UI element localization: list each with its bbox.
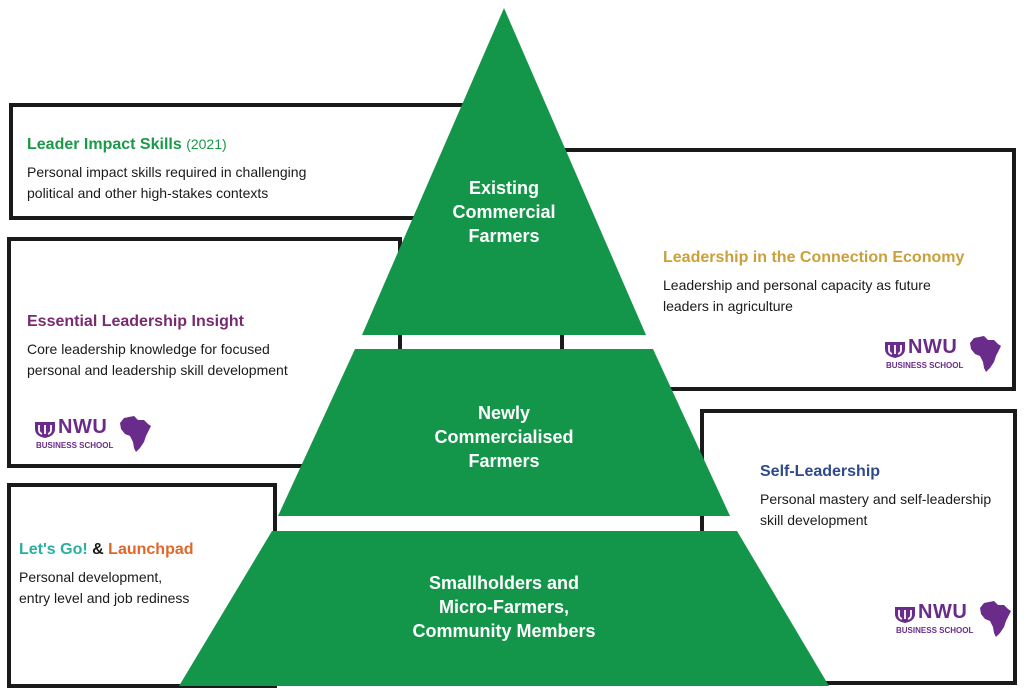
essential-leadership-title: Essential Leadership Insight <box>27 313 244 330</box>
self-leadership-desc: Personal mastery and self-leadership ski… <box>760 491 992 528</box>
nwu-shield-icon <box>885 342 905 358</box>
pyramid-tier-middle <box>278 349 730 516</box>
self-leadership-title: Self-Leadership <box>760 463 881 480</box>
lets-go-desc: Personal development, entry level and jo… <box>19 569 190 606</box>
lets-go-launchpad-title: Let's Go! & Launchpad <box>19 541 194 558</box>
nwu-business-school-logo: NWU BUSINESS SCHOOL <box>34 416 154 458</box>
nwu-shield-icon <box>895 607 915 623</box>
nwu-business-school-logo: NWU BUSINESS SCHOOL <box>894 601 1014 643</box>
nwu-business-school-logo: NWU BUSINESS SCHOOL <box>884 336 1004 378</box>
africa-map-icon <box>980 601 1011 637</box>
pyramid-tier-top <box>362 8 646 335</box>
leader-impact-desc: Personal impact skills required in chall… <box>27 164 307 201</box>
pyramid-tier-bottom <box>179 531 829 686</box>
box-leader-impact-skills <box>9 103 479 220</box>
essential-leadership-desc: Core leadership knowledge for focused pe… <box>27 341 288 378</box>
connection-economy-desc: Leadership and personal capacity as futu… <box>663 277 931 314</box>
africa-map-icon <box>120 416 151 452</box>
leader-impact-title: Leader Impact Skills (2021) <box>27 136 227 153</box>
nwu-shield-icon <box>35 422 55 438</box>
africa-map-icon <box>970 336 1001 372</box>
connection-economy-title: Leadership in the Connection Economy <box>663 249 965 266</box>
